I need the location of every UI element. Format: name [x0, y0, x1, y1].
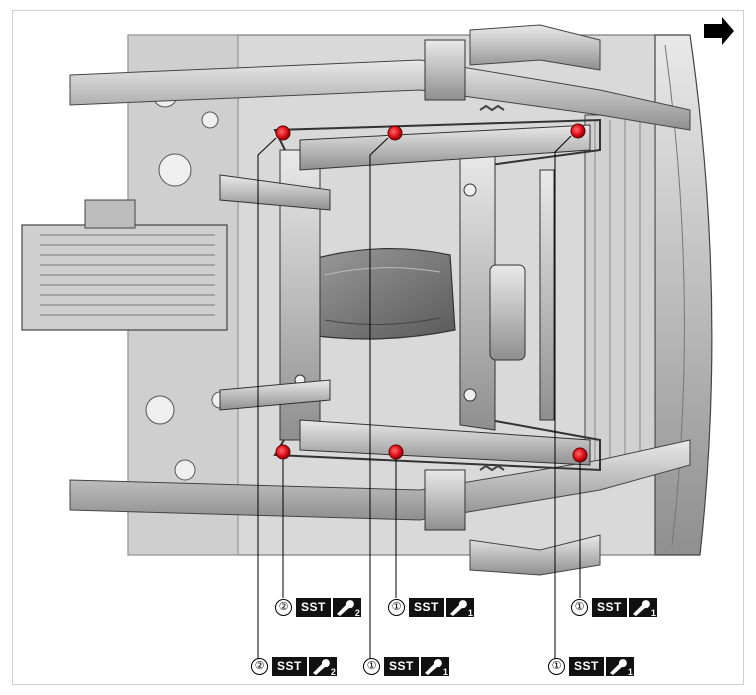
step-number: ① — [388, 598, 405, 616]
callout-rear-right-bolt: ② SST 2 — [275, 596, 361, 618]
torque-step-subscript: 1 — [467, 607, 473, 618]
side-members — [69, 24, 691, 576]
torque-wrench-icon: 1 — [605, 656, 634, 677]
torque-wrench-icon: 1 — [420, 656, 449, 677]
callout-front-left-bolt: ① SST 1 — [548, 655, 634, 677]
torque-step-subscript: 2 — [330, 666, 336, 677]
bolt-front-right — [572, 447, 588, 463]
steering-rack — [539, 169, 555, 421]
transmission — [21, 199, 228, 331]
torque-step-subscript: 1 — [627, 666, 633, 677]
torque-step-subscript: 1 — [442, 666, 448, 677]
component-cylinder — [489, 264, 526, 361]
callout-rear-left-bolt: ② SST 2 — [251, 655, 337, 677]
step-number: ② — [251, 657, 268, 675]
suspension-crossmember — [273, 118, 601, 472]
bolt-mid-left — [387, 125, 403, 141]
step-number: ① — [548, 657, 565, 675]
drive-shafts — [219, 174, 331, 411]
torque-step-subscript: 1 — [650, 607, 656, 618]
radiator — [584, 114, 656, 476]
torque-step-subscript: 2 — [354, 607, 360, 618]
torque-wrench-icon: 1 — [445, 597, 474, 618]
step-number: ① — [571, 598, 588, 616]
bolt-rear-right — [275, 444, 291, 460]
sst-label: SST — [409, 597, 444, 617]
front-bumper-beam — [654, 34, 713, 556]
callout-front-right-bolt: ① SST 1 — [571, 596, 657, 618]
callout-mid-right-bolt: ① SST 1 — [388, 596, 474, 618]
oil-pan — [309, 247, 456, 340]
sst-label: SST — [592, 597, 627, 617]
sst-label: SST — [296, 597, 331, 617]
front-arrow-icon — [704, 17, 734, 45]
sst-label: SST — [569, 656, 604, 676]
sst-label: SST — [384, 656, 419, 676]
step-number: ② — [275, 598, 292, 616]
bolt-rear-left — [275, 125, 291, 141]
callout-mid-left-bolt: ① SST 1 — [363, 655, 449, 677]
bolt-front-left — [570, 123, 586, 139]
step-number: ① — [363, 657, 380, 675]
knuckles — [424, 39, 505, 531]
leader-lines — [257, 135, 581, 660]
bolt-mid-right — [388, 444, 404, 460]
torque-wrench-icon: 2 — [308, 656, 337, 677]
sst-label: SST — [272, 656, 307, 676]
torque-wrench-icon: 2 — [332, 597, 361, 618]
torque-wrench-icon: 1 — [628, 597, 657, 618]
